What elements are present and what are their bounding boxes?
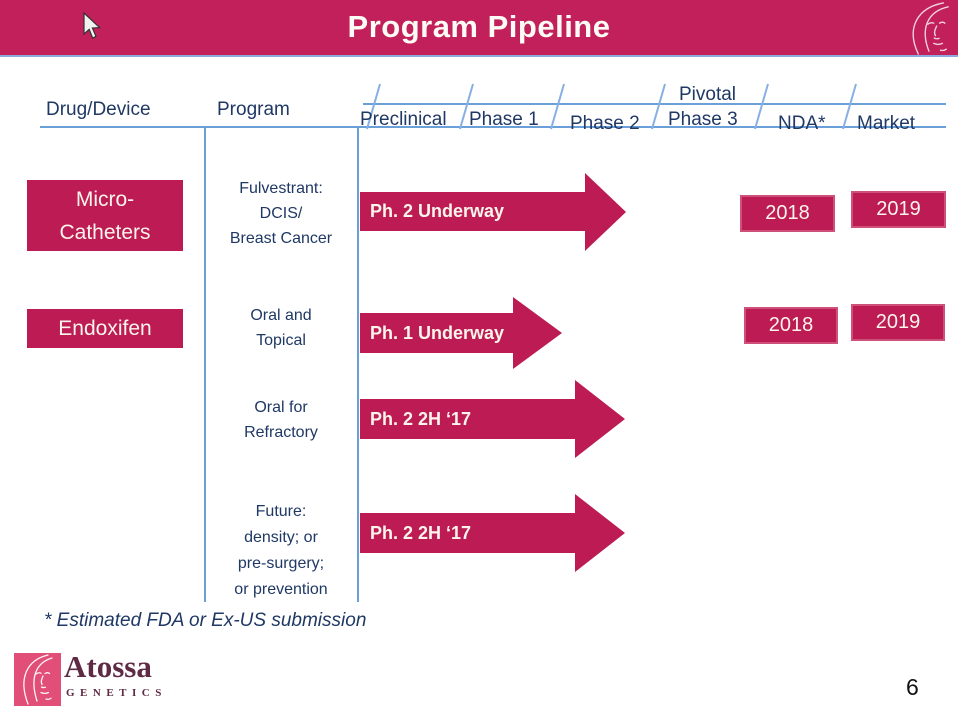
program-text-oral-refractory: Oral for Refractory bbox=[244, 399, 318, 441]
atossa-logo-mark bbox=[14, 653, 61, 706]
program-text-fulvestrant: Fulvestrant: DCIS/ Breast Cancer bbox=[229, 180, 333, 247]
pipeline-arrow-head-row2 bbox=[513, 297, 562, 369]
pipeline-arrow-head-row4 bbox=[575, 494, 625, 572]
phase-header-market: Market bbox=[857, 113, 916, 134]
column-header-program: Program bbox=[217, 99, 290, 120]
phase-header-nda: NDA* bbox=[778, 113, 826, 134]
mouse-cursor-icon bbox=[83, 12, 102, 39]
nda-year-row2: 2018 bbox=[744, 307, 838, 344]
nda-year-row1: 2018 bbox=[740, 195, 835, 232]
phase-header-preclinical: Preclinical bbox=[360, 109, 447, 130]
column-header-drug-device: Drug/Device bbox=[46, 99, 151, 120]
pipeline-arrow-row2: Ph. 1 Underway bbox=[360, 313, 513, 353]
pipeline-arrow-row1: Ph. 2 Underway bbox=[360, 192, 586, 231]
header-bar bbox=[0, 0, 958, 57]
phase-header-pivotal: Pivotal bbox=[679, 84, 737, 105]
pipeline-arrow-head-row1 bbox=[585, 173, 626, 251]
market-year-row1: 2019 bbox=[851, 191, 946, 228]
footnote: * Estimated FDA or Ex-US submission bbox=[44, 610, 367, 631]
atossa-face-small-icon bbox=[23, 654, 53, 705]
market-year-row2: 2019 bbox=[851, 304, 945, 341]
atossa-logo-name: Atossa bbox=[64, 649, 152, 684]
phase-header-phase1: Phase 1 bbox=[469, 109, 539, 130]
pipeline-arrow-row4: Ph. 2 2H ‘17 bbox=[360, 513, 575, 553]
phase-header-phase3: Phase 3 bbox=[668, 109, 738, 130]
phase-header-phase2: Phase 2 bbox=[570, 113, 640, 134]
drug-box-micro-catheters: Micro- Catheters bbox=[27, 180, 183, 251]
program-text-oral-topical: Oral and Topical bbox=[250, 307, 312, 349]
slide-title: Program Pipeline bbox=[347, 9, 611, 44]
page-number: 6 bbox=[906, 674, 919, 700]
pipeline-arrow-row3: Ph. 2 2H ‘17 bbox=[360, 399, 575, 439]
pipeline-arrow-head-row3 bbox=[575, 380, 625, 458]
program-text-future: Future: density; or pre-surgery; or prev… bbox=[234, 503, 328, 598]
atossa-face-icon bbox=[912, 2, 949, 55]
atossa-logo-subtitle: GENETICS bbox=[66, 687, 167, 699]
drug-box-endoxifen: Endoxifen bbox=[27, 309, 183, 348]
